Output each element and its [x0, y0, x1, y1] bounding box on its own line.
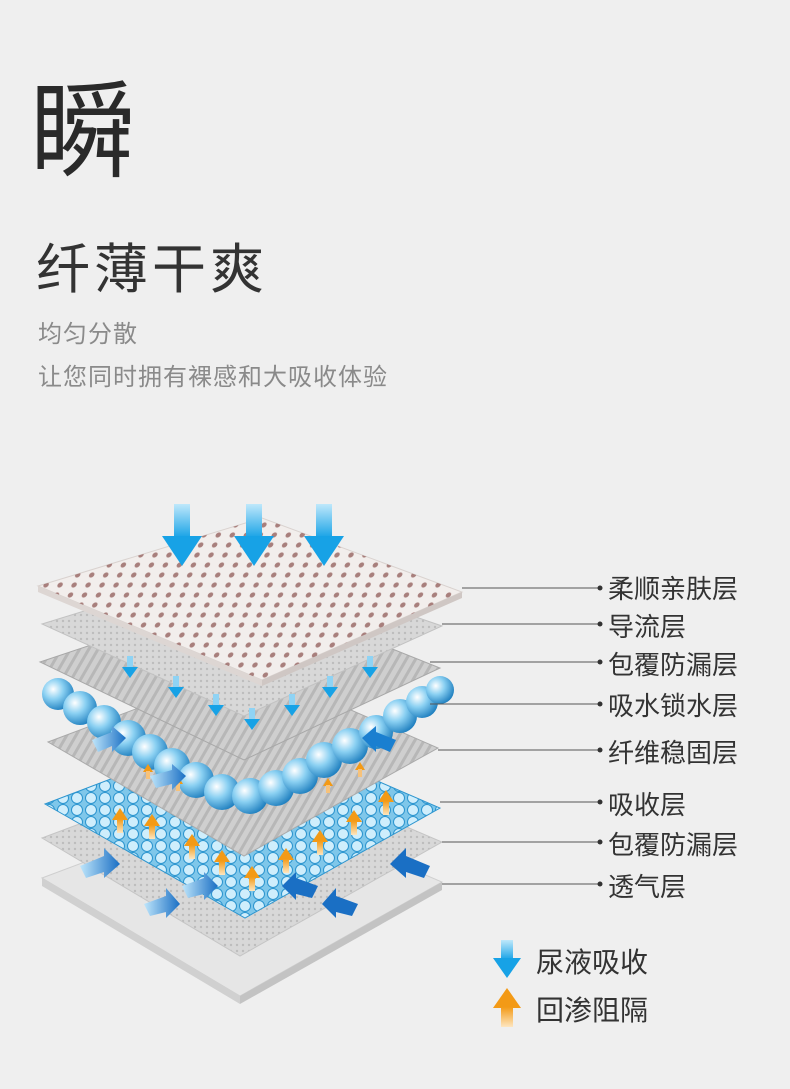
subtitle-line-1: 均匀分散 [38, 320, 138, 348]
legend-absorb-icon [493, 940, 521, 978]
layer-label-breathable: 透气层 [608, 873, 687, 903]
top-absorb-arrows [162, 504, 344, 566]
hero-character: 瞬 [30, 71, 136, 194]
legend-block-icon [493, 988, 521, 1027]
layer-label-water-lock: 吸水锁水层 [608, 692, 739, 722]
leader-lines [430, 585, 603, 887]
legend-block-label: 回渗阻隔 [536, 994, 649, 1027]
layer-label-soft-skin: 柔顺亲肤层 [608, 575, 739, 605]
diffusion-arrows [80, 726, 430, 918]
legend-absorb-label: 尿液吸收 [536, 946, 649, 979]
layer-label-fiber: 纤维稳固层 [608, 739, 739, 769]
layer-label-leakproof-1: 包覆防漏层 [608, 651, 739, 681]
layer-label-leakproof-2: 包覆防漏层 [608, 831, 739, 861]
top-sheet [36, 517, 464, 686]
block-arrows [112, 762, 394, 891]
subtitle-line-2: 让您同时拥有裸感和大吸收体验 [38, 363, 388, 391]
page-title: 纤薄干爽 [36, 238, 268, 301]
small-absorb-arrows [122, 656, 378, 730]
layer-label-absorbent: 吸收层 [608, 791, 687, 821]
layer-label-diversion: 导流层 [608, 613, 687, 643]
